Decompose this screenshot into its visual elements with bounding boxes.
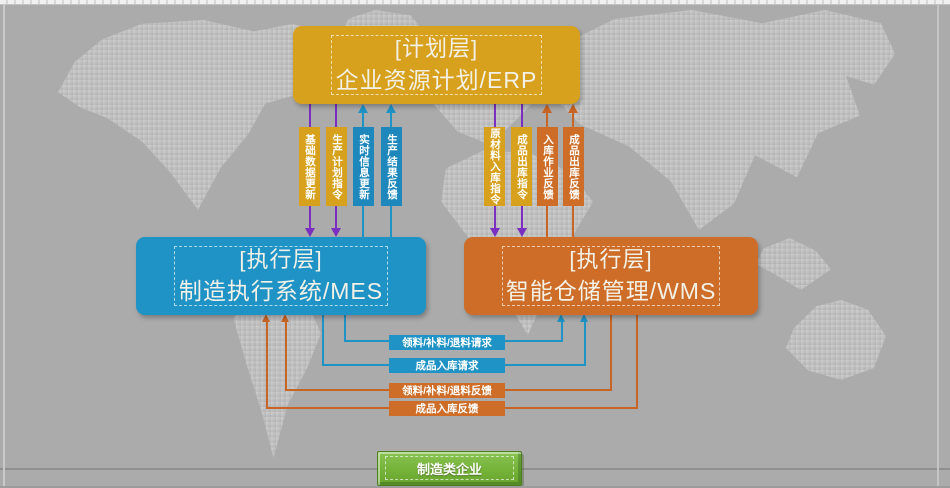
frame-bottom-border: [0, 486, 950, 488]
arrow-down-icon: [517, 228, 527, 237]
world-map-region-se-asia: [756, 238, 831, 290]
mes-layer-tag: [执行层]: [239, 247, 323, 272]
arrow-up-icon: [568, 104, 578, 113]
flow-label-production-result-feedback: 生产结果反馈: [381, 127, 402, 206]
erp-node: [计划层] 企业资源计划/ERP: [293, 26, 580, 104]
flow-label-raw-material-inbound-order: 原材料入库指令: [484, 127, 505, 206]
frame-right-border: [937, 4, 939, 488]
flow-label-finished-goods-outbound-order: 成品出库指令: [511, 127, 532, 206]
frame-top-border: [0, 0, 950, 5]
erp-layer-tag: [计划层]: [394, 36, 479, 61]
arrow-up-icon: [262, 314, 270, 322]
erp-title: 企业资源计划/ERP: [335, 67, 538, 93]
manufacturing-enterprise-label: 制造类企业: [416, 462, 482, 477]
mes-title: 制造执行系统/MES: [178, 278, 384, 304]
wms-node: [执行层] 智能仓储管理/WMS: [464, 237, 758, 315]
frame-left-border: [3, 4, 5, 488]
arrow-down-icon: [305, 228, 315, 237]
mes-to-wms-flow-line: [561, 318, 563, 342]
world-map-region-australia: [786, 300, 886, 380]
wms-to-mes-flow-line: [266, 318, 268, 409]
arrow-down-icon: [331, 228, 341, 237]
wms-title: 智能仓储管理/WMS: [505, 278, 717, 304]
flow-label-finished-goods-inbound-feedback: 成品入库反馈: [389, 401, 505, 416]
wms-to-mes-flow-line: [285, 318, 287, 391]
mes-node: [执行层] 制造执行系统/MES: [136, 237, 426, 315]
arrow-up-icon: [557, 314, 565, 322]
wms-to-mes-flow-line: [636, 314, 638, 409]
mes-to-wms-flow-line: [584, 318, 586, 366]
arrow-up-icon: [580, 314, 588, 322]
wms-to-mes-flow-line: [610, 314, 612, 391]
flow-label-base-data-update: 基础数据更新: [299, 127, 320, 206]
dashed-inner-border: [174, 246, 388, 306]
flow-label-production-plan-order: 生产计划指令: [326, 127, 347, 206]
flow-label-finished-goods-outbound-feedback: 成品出库反馈: [563, 127, 584, 206]
manufacturing-enterprise-button[interactable]: 制造类企业: [377, 451, 522, 486]
flow-label-material-feedback: 领料/补料/退料反馈: [389, 383, 505, 398]
flow-label-material-request: 领料/补料/退料请求: [389, 335, 505, 350]
dashed-inner-border: [385, 456, 514, 480]
arrow-up-icon: [386, 104, 396, 113]
arrow-down-icon: [490, 228, 500, 237]
mes-to-wms-flow-line: [344, 314, 346, 342]
world-map-region-asia: [545, 10, 895, 230]
flow-label-finished-goods-inbound-request: 成品入库请求: [389, 358, 505, 373]
dashed-inner-border: [331, 35, 542, 95]
flow-label-inbound-operation-feedback: 入库作业反馈: [537, 127, 558, 206]
arrow-up-icon: [542, 104, 552, 113]
arrow-up-icon: [281, 314, 289, 322]
wms-layer-tag: [执行层]: [569, 247, 653, 272]
flow-label-realtime-info-update: 实时信息更新: [353, 127, 374, 206]
arrow-up-icon: [358, 104, 368, 113]
mes-to-wms-flow-line: [322, 314, 324, 366]
dashed-inner-border: [502, 246, 720, 306]
